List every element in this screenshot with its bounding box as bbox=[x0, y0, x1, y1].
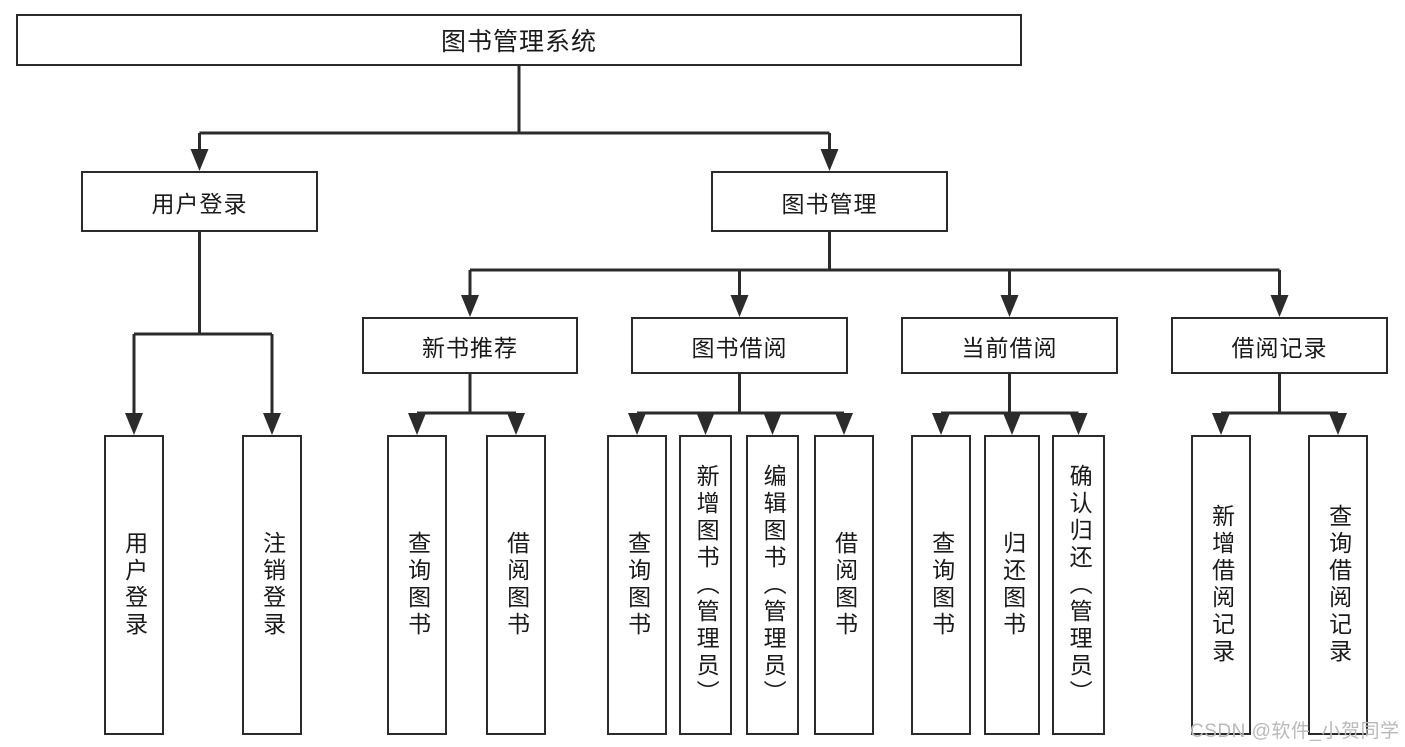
node-leaf-0-label: 用户登录 bbox=[121, 531, 148, 639]
node-leaf-7[interactable]: 借阅图书 bbox=[814, 435, 874, 735]
node-leaf-6-label: 编辑图书（管理员） bbox=[760, 463, 787, 707]
node-leaf-5-label: 新增图书（管理员） bbox=[693, 463, 720, 707]
node-leaf-5[interactable]: 新增图书（管理员） bbox=[679, 435, 732, 735]
node-root-label: 图书管理系统 bbox=[440, 28, 597, 56]
node-leaf-7-label: 借阅图书 bbox=[831, 531, 858, 639]
node-leaf-1-label: 注销登录 bbox=[259, 531, 286, 639]
node-level2-1[interactable]: 图书管理 bbox=[711, 171, 948, 232]
node-leaf-8-label: 查询图书 bbox=[928, 531, 955, 639]
node-level3-3[interactable]: 借阅记录 bbox=[1171, 317, 1388, 374]
node-leaf-8[interactable]: 查询图书 bbox=[911, 435, 971, 735]
node-level3-2-label: 当前借阅 bbox=[961, 334, 1058, 361]
node-level2-0-label: 用户登录 bbox=[151, 190, 248, 217]
node-leaf-3-label: 借阅图书 bbox=[503, 531, 530, 639]
node-leaf-10[interactable]: 确认归还（管理员） bbox=[1052, 435, 1105, 735]
node-level3-0[interactable]: 新书推荐 bbox=[362, 317, 578, 374]
node-level3-1-label: 图书借阅 bbox=[691, 334, 788, 361]
node-leaf-12-label: 查询借阅记录 bbox=[1325, 504, 1352, 666]
node-leaf-11-label: 新增借阅记录 bbox=[1208, 504, 1235, 666]
node-leaf-6[interactable]: 编辑图书（管理员） bbox=[746, 435, 799, 735]
node-leaf-11[interactable]: 新增借阅记录 bbox=[1191, 435, 1251, 735]
node-root[interactable]: 图书管理系统 bbox=[16, 14, 1022, 66]
node-leaf-2-label: 查询图书 bbox=[404, 531, 431, 639]
node-leaf-9-label: 归还图书 bbox=[999, 531, 1026, 639]
node-leaf-0[interactable]: 用户登录 bbox=[104, 435, 164, 735]
node-leaf-9[interactable]: 归还图书 bbox=[984, 435, 1040, 735]
node-leaf-4-label: 查询图书 bbox=[624, 531, 651, 639]
csdn-watermark: CSDN @软件_小贺同学 bbox=[1190, 721, 1400, 742]
node-level2-0[interactable]: 用户登录 bbox=[81, 171, 318, 232]
node-leaf-10-label: 确认归还（管理员） bbox=[1066, 463, 1093, 707]
node-leaf-4[interactable]: 查询图书 bbox=[607, 435, 667, 735]
node-leaf-3[interactable]: 借阅图书 bbox=[486, 435, 546, 735]
node-level3-3-label: 借阅记录 bbox=[1231, 334, 1328, 361]
node-level3-0-label: 新书推荐 bbox=[422, 334, 518, 361]
node-level3-1[interactable]: 图书借阅 bbox=[631, 317, 848, 374]
node-level2-1-label: 图书管理 bbox=[781, 190, 878, 217]
node-level3-2[interactable]: 当前借阅 bbox=[901, 317, 1118, 374]
node-leaf-1[interactable]: 注销登录 bbox=[242, 435, 302, 735]
node-leaf-2[interactable]: 查询图书 bbox=[387, 435, 447, 735]
node-leaf-12[interactable]: 查询借阅记录 bbox=[1308, 435, 1368, 735]
